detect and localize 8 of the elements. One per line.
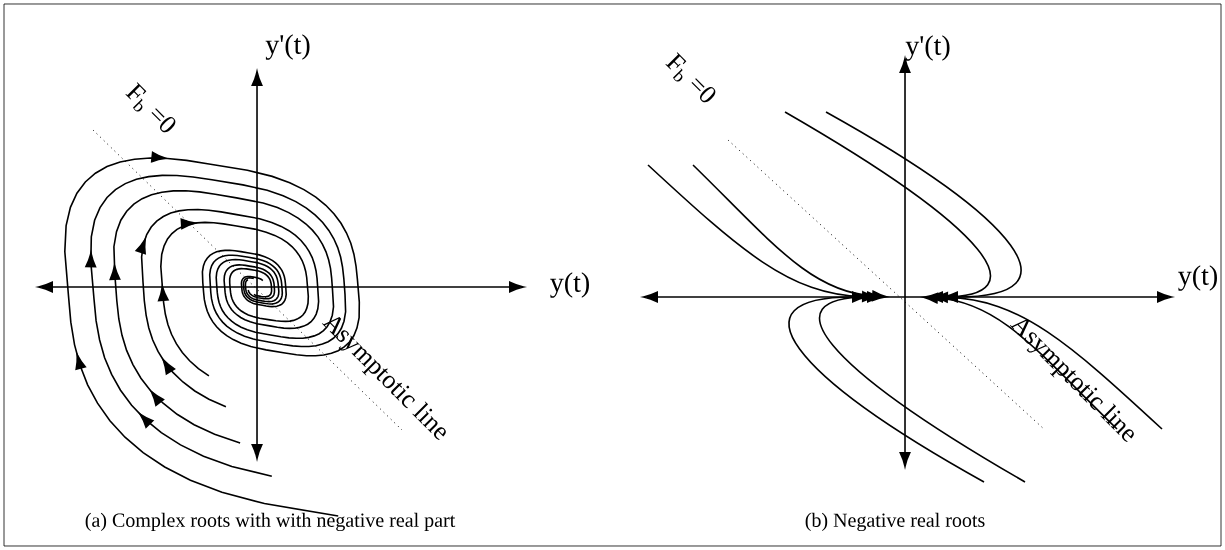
- axis-label: y'(t): [265, 34, 310, 60]
- caption: (b) Negative real roots: [805, 512, 985, 532]
- line-label: F$_{b}$ =0: [125, 82, 176, 133]
- caption: (a) Complex roots with with negative real part: [85, 512, 456, 532]
- axis-label: y(t): [550, 272, 589, 298]
- line-label: F$_{b}$ =0: [665, 52, 716, 103]
- axis-label: y'(t): [905, 35, 950, 61]
- axis-label: y(t): [1178, 265, 1217, 291]
